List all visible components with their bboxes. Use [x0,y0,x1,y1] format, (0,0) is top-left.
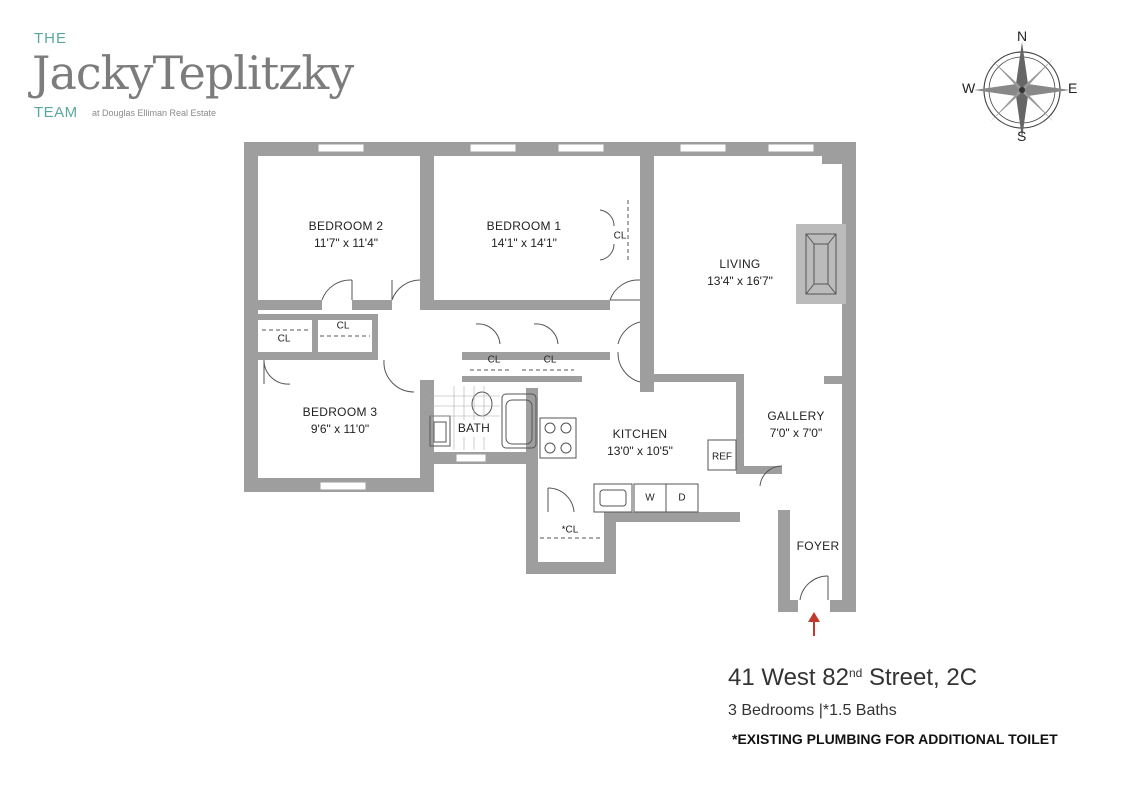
room-name: LIVING [719,257,761,271]
room-name: BEDROOM 1 [486,219,562,233]
room-bedroom-3: BEDROOM 3 9'6" x 11'0" [303,404,378,438]
room-size: 11'7" x 11'4" [313,236,379,250]
room-name: FOYER [796,539,840,553]
logo-subtitle: at Douglas Elliman Real Estate [92,108,217,118]
kitchen-fixtures [539,417,737,513]
room-living: LIVING 13'4" x 16'7" [707,256,773,290]
closet-label: CL [336,320,350,332]
room-name: GALLERY [767,409,825,423]
compass-south: S [1017,128,1027,144]
fireplace-detail [805,233,837,295]
refrigerator-label: REF [712,451,732,463]
room-name: BEDROOM 3 [302,405,378,419]
room-foyer: FOYER [797,538,840,555]
address-suffix: Street, 2C [862,664,978,691]
address-prefix: 41 West 82 [728,664,849,691]
walls [244,142,856,612]
compass-rose: N S E W [960,28,1084,152]
compass-east: E [1068,80,1078,96]
room-size: 9'6" x 11'0" [310,422,370,436]
logo-name: JackyTeplitzky [32,46,354,100]
logo-team: TEAM [34,104,78,121]
listing-note: *EXISTING PLUMBING FOR ADDITIONAL TOILET [732,731,1058,747]
washer-label: W [645,492,655,504]
room-name: BATH [455,420,493,437]
room-size: 7'0" x 7'0" [769,426,823,440]
compass-west: W [962,80,976,96]
listing-address: 41 West 82nd Street, 2C [728,664,977,692]
address-ordinal: nd [848,666,863,680]
room-kitchen: KITCHEN 13'0" x 10'5" [607,426,673,460]
closet-label: CL [613,230,627,242]
closet-label: CL [487,354,501,366]
logo-the: THE [34,30,67,47]
door-swings [263,209,829,601]
room-bedroom-1: BEDROOM 1 14'1" x 14'1" [487,218,562,252]
closet-starred-label: *CL [561,524,579,536]
room-name: BEDROOM 2 [308,219,384,233]
closet-rods [262,200,629,539]
closet-label: CL [543,354,557,366]
room-gallery: GALLERY 7'0" x 7'0" [767,408,824,442]
closet-label: CL [277,333,291,345]
windows [317,143,815,491]
room-size: 14'1" x 14'1" [491,236,557,250]
room-size: 13'4" x 16'7" [707,274,773,288]
compass-rose-icon [974,42,1070,138]
brand-logo: THE JackyTeplitzky TEAM at Douglas Ellim… [32,28,354,124]
compass-north: N [1017,28,1028,44]
entry-arrow-icon [808,612,820,636]
room-name: KITCHEN [612,427,668,441]
room-bedroom-2: BEDROOM 2 11'7" x 11'4" [309,218,384,252]
dryer-label: D [678,492,686,504]
bath-tile [430,386,500,450]
room-bath: BATH [455,420,493,437]
room-size: 13'0" x 10'5" [607,444,673,458]
listing-stats: 3 Bedrooms |*1.5 Baths [728,702,897,719]
